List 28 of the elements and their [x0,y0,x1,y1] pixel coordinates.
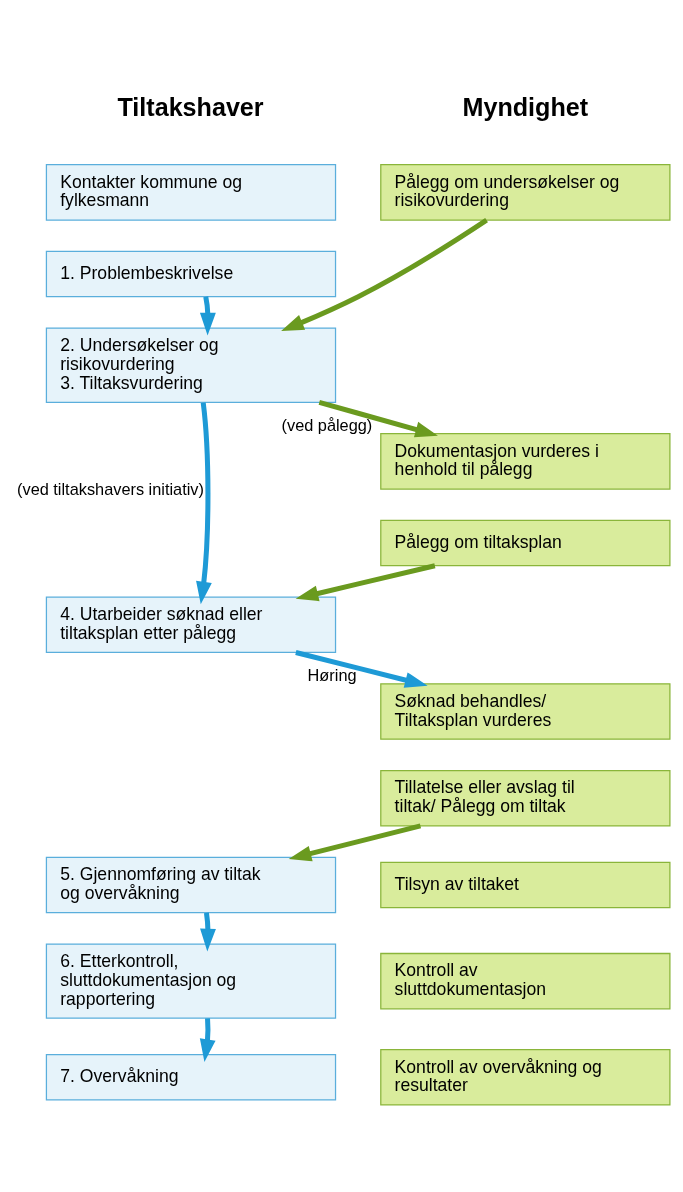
node-box: Tilsyn av tiltaket [380,861,671,908]
label: Myndighet [462,92,589,121]
node-box: 4. Utarbeider søknad eller tiltaksplan etter pålegg [45,596,337,653]
edge-label: Høring [307,665,357,684]
node-box: Kontroll av sluttdokumentasjon [380,952,671,1009]
node-box: 5. Gjennomføring av tiltak og overvåkning [45,856,337,913]
node-box: 2. Undersøkelser og risikovurdering 3. Tiltaksvurdering [45,327,337,403]
arrow [281,217,488,331]
node-box: Tillatelse eller avslag til tiltak/ Pålegg om tiltak [380,769,671,827]
edge-label: (ved tiltakshavers initiativ) [17,479,204,498]
arrow [196,401,212,604]
arrow [200,911,216,951]
arrow [318,399,438,437]
arrow [199,295,216,335]
node-box: 1. Problembeskrivelse [45,250,337,297]
arrow [295,649,428,688]
edge-label: (ved pålegg) [281,415,373,434]
arrow [288,823,422,861]
node-box: 7. Overvåkning [45,1053,337,1101]
node-box: 6. Etterkontroll, sluttdokumentasjon og rapportering [45,942,337,1019]
node-box: Søknad behandles/ Tiltaksplan vurderes [380,682,671,740]
label: Tiltakshaver [117,92,264,121]
node-box: Kontakter kommune og fylkesmann [45,163,337,221]
node-box: Dokumentasjon vurderes i henhold til pålegg [380,432,671,490]
node-box: Pålegg om tiltaksplan [380,519,671,566]
node-box: Kontroll av overvåkning og resultater [380,1048,671,1106]
node-box: Pålegg om undersøkelser og risikovurdering [380,163,671,221]
arrow [199,1017,216,1062]
